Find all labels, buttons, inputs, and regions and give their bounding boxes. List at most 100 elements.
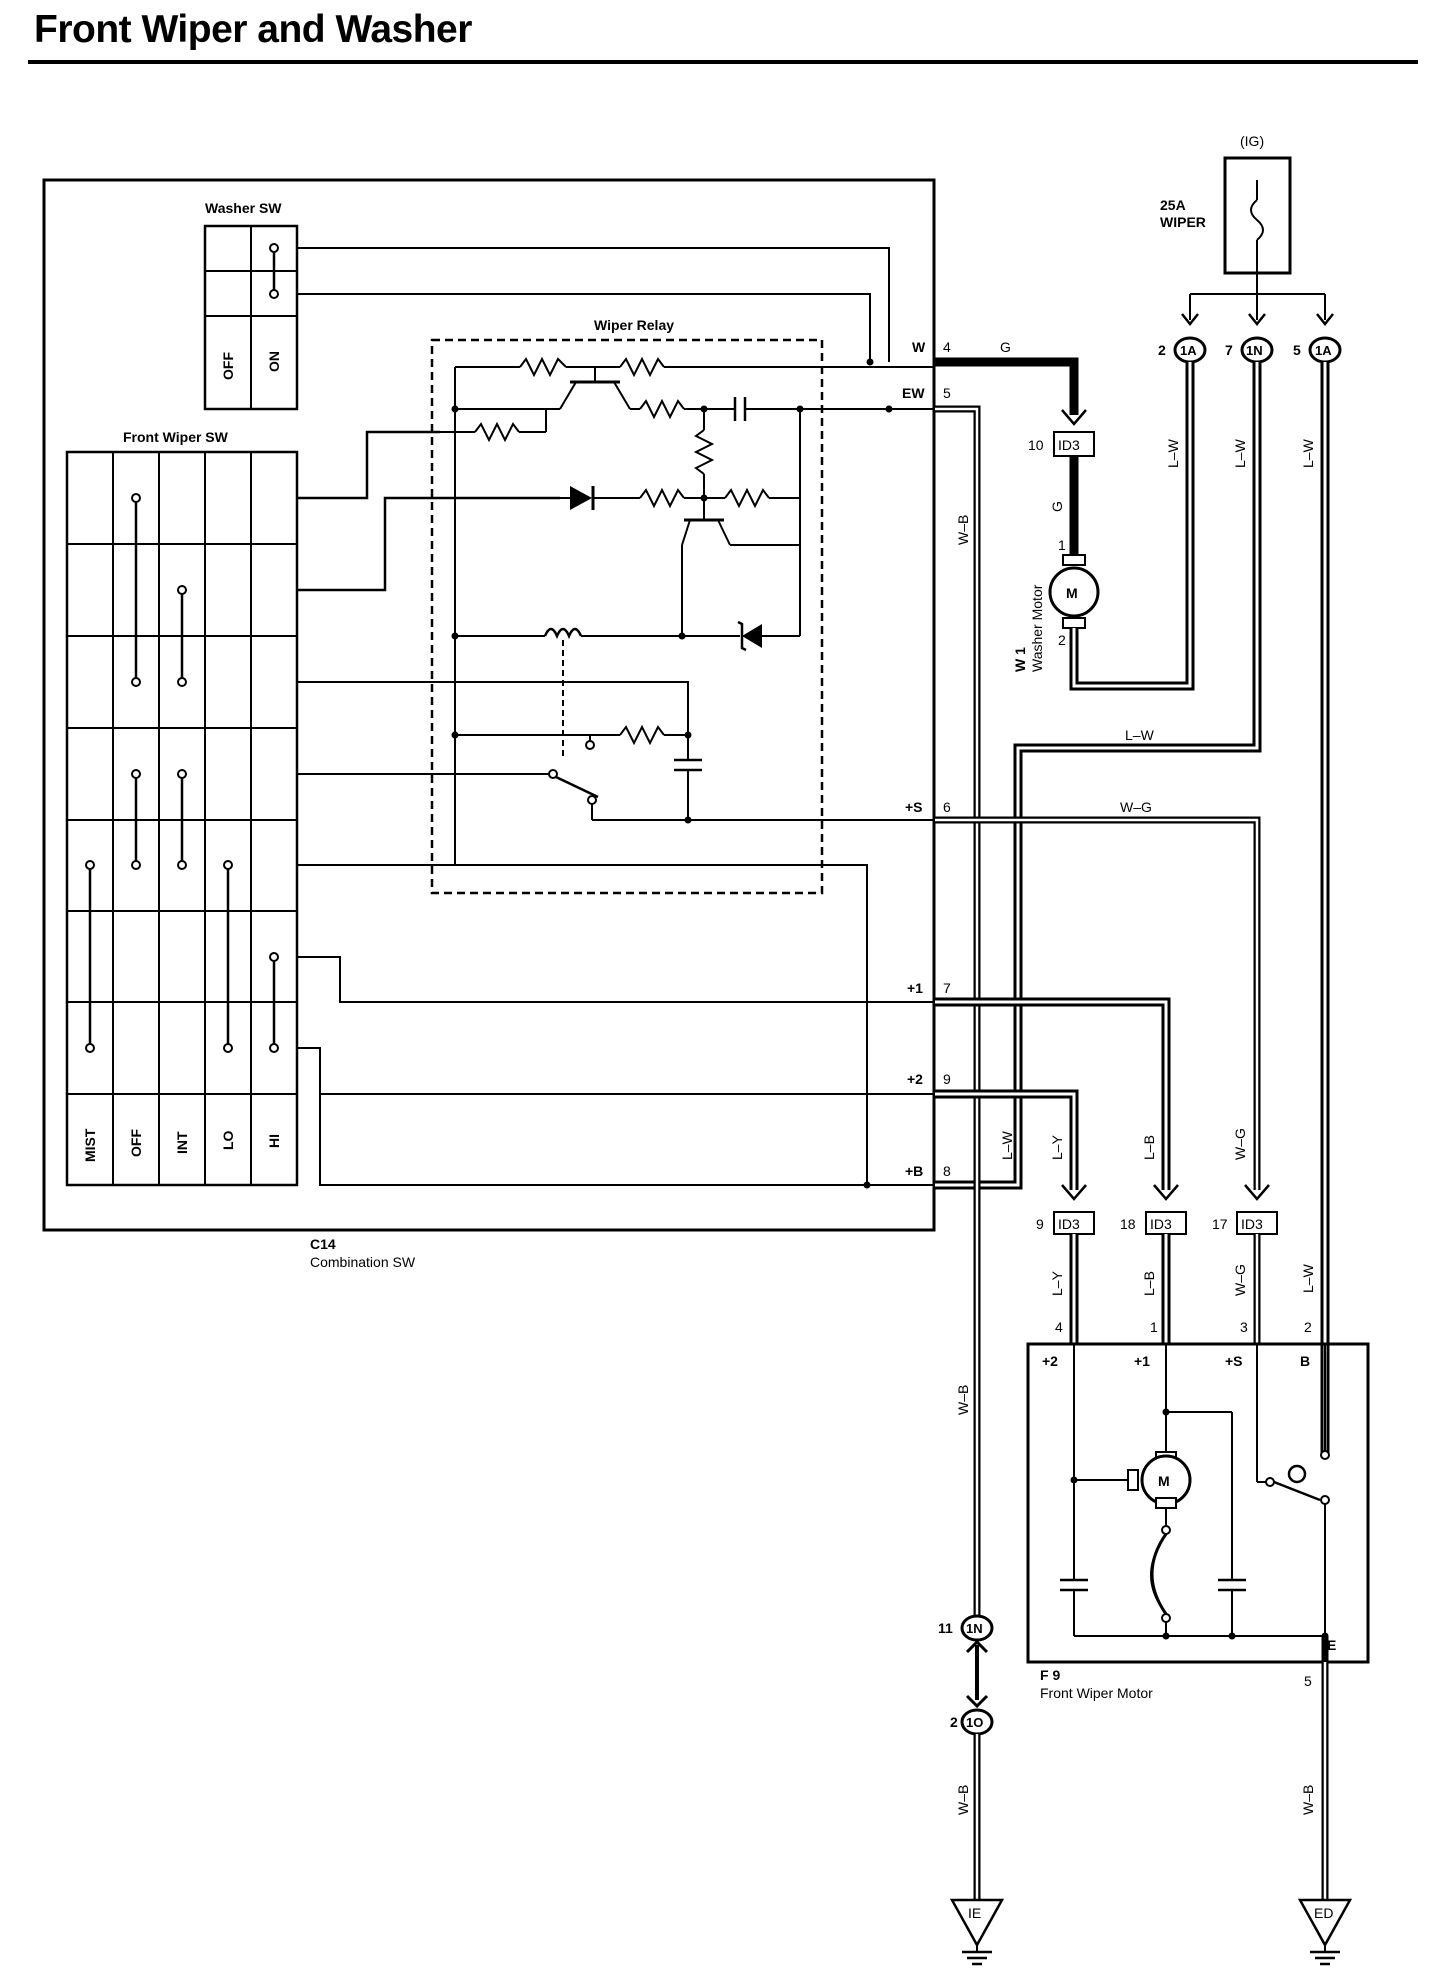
front-wiper-switch-title: Front Wiper SW <box>123 429 229 445</box>
id3-18-code: ID3 <box>1150 1216 1172 1232</box>
motor-pin-s: 3 <box>1240 1319 1248 1335</box>
wire-wb-2: W–B <box>955 1385 971 1415</box>
id3-17-pin: 17 <box>1212 1216 1228 1232</box>
washer-motor-pin1: 1 <box>1058 537 1066 553</box>
j1o-code: 1O <box>966 1715 983 1730</box>
wire-wb-4: W–B <box>1300 1785 1316 1815</box>
terminal-s-name: +S <box>905 799 923 815</box>
washer-motor-pin2: 2 <box>1058 632 1066 648</box>
washer-pos-off: OFF <box>220 352 236 380</box>
id3-18-pin: 18 <box>1120 1216 1136 1232</box>
ground-ed-label: ED <box>1314 1905 1333 1921</box>
motor-term-s: +S <box>1225 1353 1243 1369</box>
fuse-rating: 25A <box>1160 197 1186 213</box>
combination-switch-box <box>42 178 936 1232</box>
motor-term-p2: +2 <box>1042 1353 1058 1369</box>
junction-bottom: 11 1N 2 1O <box>938 1614 994 1736</box>
wire-lw-4: L–W <box>999 1130 1015 1160</box>
terminal-w-name: W <box>912 339 926 355</box>
id3-row: ID3 9 ID3 18 ID3 17 <box>1036 1184 1278 1235</box>
motor-pin-p1: 1 <box>1150 1319 1158 1335</box>
front-wiper-motor: +2 +1 +S B E F 9 Front Wiper Motor M <box>1026 1342 1370 1701</box>
wiper-relay-title: Wiper Relay <box>594 317 674 333</box>
terminal-p1-name: +1 <box>907 980 923 996</box>
fuse-25a-wiper: (IG) 25A WIPER <box>1160 133 1326 320</box>
wiper-pos-lo: LO <box>220 1130 236 1150</box>
fuse-source: (IG) <box>1240 133 1264 149</box>
id3-10-code: ID3 <box>1058 437 1080 453</box>
wire-wg-2: W–G <box>1232 1128 1248 1160</box>
combination-switch-name: Combination SW <box>310 1254 416 1270</box>
id3-9-pin: 9 <box>1036 1216 1044 1232</box>
wire-g-label-top: G <box>1000 339 1011 355</box>
wire-lw-3: L–W <box>1125 727 1155 743</box>
j1n-bottom-code: 1N <box>966 1621 983 1636</box>
front-wiper-switch: Front Wiper SW MIST <box>65 429 299 1187</box>
washer-motor-id: W 1 <box>1012 647 1028 672</box>
wiper-pos-int: INT <box>174 1131 190 1154</box>
j1n-top-code: 1N <box>1246 343 1263 358</box>
terminal-p1-pin: 7 <box>943 980 951 996</box>
j1a-a-code: 1A <box>1180 343 1197 358</box>
wire-lw-6: L–W <box>1300 1263 1316 1293</box>
j1n-top-pin: 7 <box>1225 342 1233 358</box>
junction-top: 2 1A 7 1N 5 1A <box>1158 313 1342 364</box>
fuse-name: WIPER <box>1160 214 1206 230</box>
terminal-s-pin: 6 <box>943 799 951 815</box>
terminal-b-pin: 8 <box>943 1163 951 1179</box>
wiper-pos-mist: MIST <box>82 1128 98 1162</box>
wiper-relay: Wiper Relay <box>430 317 935 1189</box>
motor-name: Front Wiper Motor <box>1040 1685 1153 1701</box>
motor-id: F 9 <box>1040 1667 1060 1683</box>
motor-pin-p2: 4 <box>1055 1319 1063 1335</box>
motor-pin-e: 5 <box>1304 1673 1312 1689</box>
motor-term-e: E <box>1327 1637 1336 1653</box>
id3-17-code: ID3 <box>1241 1216 1263 1232</box>
j1o-pin: 2 <box>950 1714 958 1730</box>
washer-motor-name: Washer Motor <box>1029 584 1045 672</box>
wire-lw-5: L–W <box>1300 438 1316 468</box>
wire-wg-3: W–G <box>1232 1264 1248 1296</box>
wire-g <box>935 357 1079 415</box>
id3-10-pin: 10 <box>1028 437 1044 453</box>
motor-term-b: B <box>1300 1353 1310 1369</box>
wire-wb-3: W–B <box>955 1785 971 1815</box>
combination-switch-id: C14 <box>310 1236 336 1252</box>
motor-symbol: M <box>1158 1473 1170 1489</box>
j1a-b-pin: 5 <box>1293 342 1301 358</box>
wire-lb-2: L–B <box>1141 1271 1157 1296</box>
wiper-pos-hi: HI <box>266 1134 282 1148</box>
ground-ie: IE <box>949 1898 1005 1966</box>
washer-pos-on: ON <box>266 351 282 372</box>
terminal-w-pin: 4 <box>943 339 951 355</box>
washer-motor-symbol: M <box>1066 585 1078 601</box>
wiper-pos-off: OFF <box>128 1129 144 1157</box>
washer-motor: M 2 W 1 Washer Motor <box>1012 554 1100 672</box>
terminal-ew-pin: 5 <box>943 385 951 401</box>
motor-pin-b: 2 <box>1304 1319 1312 1335</box>
ground-ie-label: IE <box>968 1905 981 1921</box>
washer-switch-title: Washer SW <box>205 200 282 216</box>
wire-ly-1: L–Y <box>1049 1134 1065 1160</box>
wire-wg-1: W–G <box>1120 799 1152 815</box>
wire-lb-1: L–B <box>1141 1135 1157 1160</box>
wire-g-label-mid: G <box>1049 501 1065 512</box>
page-title: Front Wiper and Washer <box>34 8 472 51</box>
j1n-bottom-pin: 11 <box>938 1620 953 1636</box>
c14-terminals: W 4 EW 5 +S 6 +1 7 +2 9 +B 8 <box>902 339 951 1179</box>
terminal-b-name: +B <box>905 1163 923 1179</box>
terminal-p2-name: +2 <box>907 1071 923 1087</box>
terminal-p2-pin: 9 <box>943 1071 951 1087</box>
id3-9-code: ID3 <box>1058 1216 1080 1232</box>
wire-ly-2: L–Y <box>1049 1270 1065 1296</box>
j1a-a-pin: 2 <box>1158 342 1166 358</box>
motor-term-p1: +1 <box>1134 1353 1150 1369</box>
washer-switch: Washer SW OFF ON <box>203 200 299 411</box>
ground-ed: ED <box>1297 1898 1353 1966</box>
wire-lw-2: L–W <box>1232 438 1248 468</box>
wire-wb-1: W–B <box>955 515 971 545</box>
j1a-b-code: 1A <box>1315 343 1332 358</box>
wire-lw-1: L–W <box>1165 438 1181 468</box>
terminal-ew-name: EW <box>902 385 925 401</box>
